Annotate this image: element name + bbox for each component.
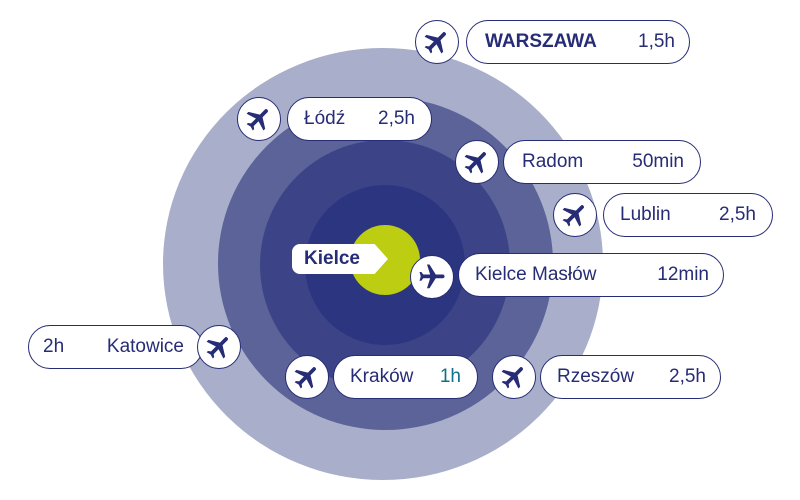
destination-name: Rzeszów bbox=[557, 366, 635, 387]
destination-pill-krakow: Kraków 1h bbox=[333, 355, 478, 399]
travel-time: 1,5h bbox=[638, 31, 675, 52]
plane-icon bbox=[415, 20, 459, 64]
travel-time: 1h bbox=[439, 366, 461, 387]
destination-name: Kielce Masłów bbox=[475, 264, 597, 285]
destination-name: Katowice bbox=[106, 336, 184, 357]
plane-icon bbox=[285, 355, 329, 399]
destination-name: WARSZAWA bbox=[485, 31, 597, 52]
destination-pill-kielce-maslow: Kielce Masłów 12min bbox=[458, 253, 724, 297]
destination-name: Radom bbox=[522, 151, 584, 172]
plane-icon bbox=[237, 97, 281, 141]
destination-pill-warszawa: WARSZAWA 1,5h bbox=[466, 20, 690, 64]
plane-icon bbox=[492, 355, 536, 399]
travel-time: 50min bbox=[632, 151, 684, 172]
center-label: Kielce bbox=[292, 244, 388, 274]
destination-pill-radom: Radom 50min bbox=[503, 140, 701, 184]
destination-pill-lublin: Lublin 2,5h bbox=[603, 193, 773, 237]
travel-time: 2,5h bbox=[669, 366, 706, 387]
destination-pill-lodz: Łódź 2,5h bbox=[287, 97, 432, 141]
travel-time: 2h bbox=[43, 336, 65, 357]
plane-icon bbox=[553, 193, 597, 237]
travel-time: 2,5h bbox=[378, 108, 415, 129]
destination-pill-katowice: 2h Katowice bbox=[28, 325, 203, 369]
travel-time: 12min bbox=[657, 264, 709, 285]
plane-icon bbox=[410, 255, 454, 299]
destination-name: Kraków bbox=[350, 366, 414, 387]
travel-time: 2,5h bbox=[719, 204, 756, 225]
destination-name: Lublin bbox=[620, 204, 671, 225]
plane-icon bbox=[197, 325, 241, 369]
destination-pill-rzeszow: Rzeszów 2,5h bbox=[540, 355, 721, 399]
plane-icon bbox=[455, 140, 499, 184]
destination-name: Łódź bbox=[304, 108, 346, 129]
